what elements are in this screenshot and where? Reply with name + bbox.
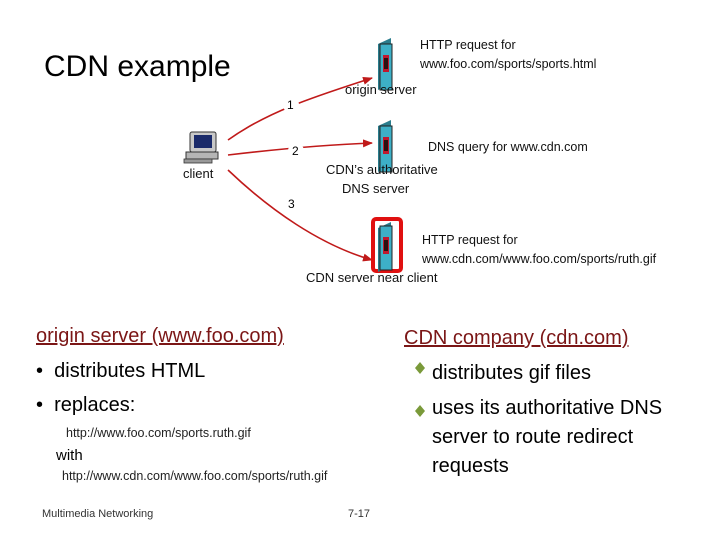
step-3-label: 3	[288, 197, 295, 211]
dns-server-icon	[378, 120, 393, 173]
right-bullet-2-line1: uses its authoritative DNS	[432, 397, 663, 419]
cdn-request-line1: HTTP request for	[422, 233, 518, 247]
page-title: CDN example	[44, 50, 231, 83]
cdn-server-icon	[371, 217, 403, 273]
page-number: 7-17	[348, 508, 371, 520]
step-2-circle	[288, 143, 304, 159]
origin-server-icon	[378, 38, 393, 91]
dns-server-label-line2: DNS server	[342, 181, 410, 196]
origin-request-line1: HTTP request for	[420, 38, 516, 52]
diamond-bullet-icon	[415, 405, 425, 417]
diamond-bullet-icon	[415, 362, 425, 374]
old-url: http://www.foo.com/sports.ruth.gif	[66, 426, 251, 440]
origin-server-heading: origin server (www.foo.com)	[36, 325, 284, 347]
right-bullet-2-line3: requests	[432, 455, 509, 477]
cdn-server-label: CDN server near client	[306, 270, 438, 285]
left-bullet-2-text: replaces:	[54, 394, 136, 416]
right-bullet-1: distributes gif files	[432, 362, 591, 384]
left-bullet-2: • replaces:	[36, 394, 135, 417]
left-bullet-1-text: distributes HTML	[54, 360, 206, 382]
new-url: http://www.cdn.com/www.foo.com/sports/ru…	[62, 469, 328, 483]
client-label: client	[183, 166, 214, 181]
with-label: with	[56, 447, 83, 464]
origin-server-label: origin server	[345, 82, 417, 97]
cdn-request-line2: www.cdn.com/www.foo.com/sports/ruth.gif	[422, 252, 657, 266]
footer-course: Multimedia Networking	[42, 508, 154, 520]
cdn-company-heading: CDN company (cdn.com)	[404, 327, 629, 349]
client-computer-icon	[183, 131, 219, 164]
left-bullet-1: • distributes HTML	[36, 360, 205, 383]
dns-query-label: DNS query for www.cdn.com	[428, 140, 588, 154]
right-bullet-2-line2: server to route redirect	[432, 426, 634, 448]
dns-server-label-line1: CDN’s authoritative	[326, 162, 438, 177]
arrow-to-cdn-server	[227, 169, 373, 262]
bullet-dot-icon: •	[36, 394, 55, 416]
step-1-label: 1	[287, 98, 294, 112]
step-2-label: 2	[292, 144, 299, 158]
step-3-circle	[284, 196, 300, 212]
bullet-dot-icon: •	[36, 360, 55, 382]
step-1-circle	[283, 97, 299, 113]
origin-request-line2: www.foo.com/sports/sports.html	[420, 57, 597, 71]
